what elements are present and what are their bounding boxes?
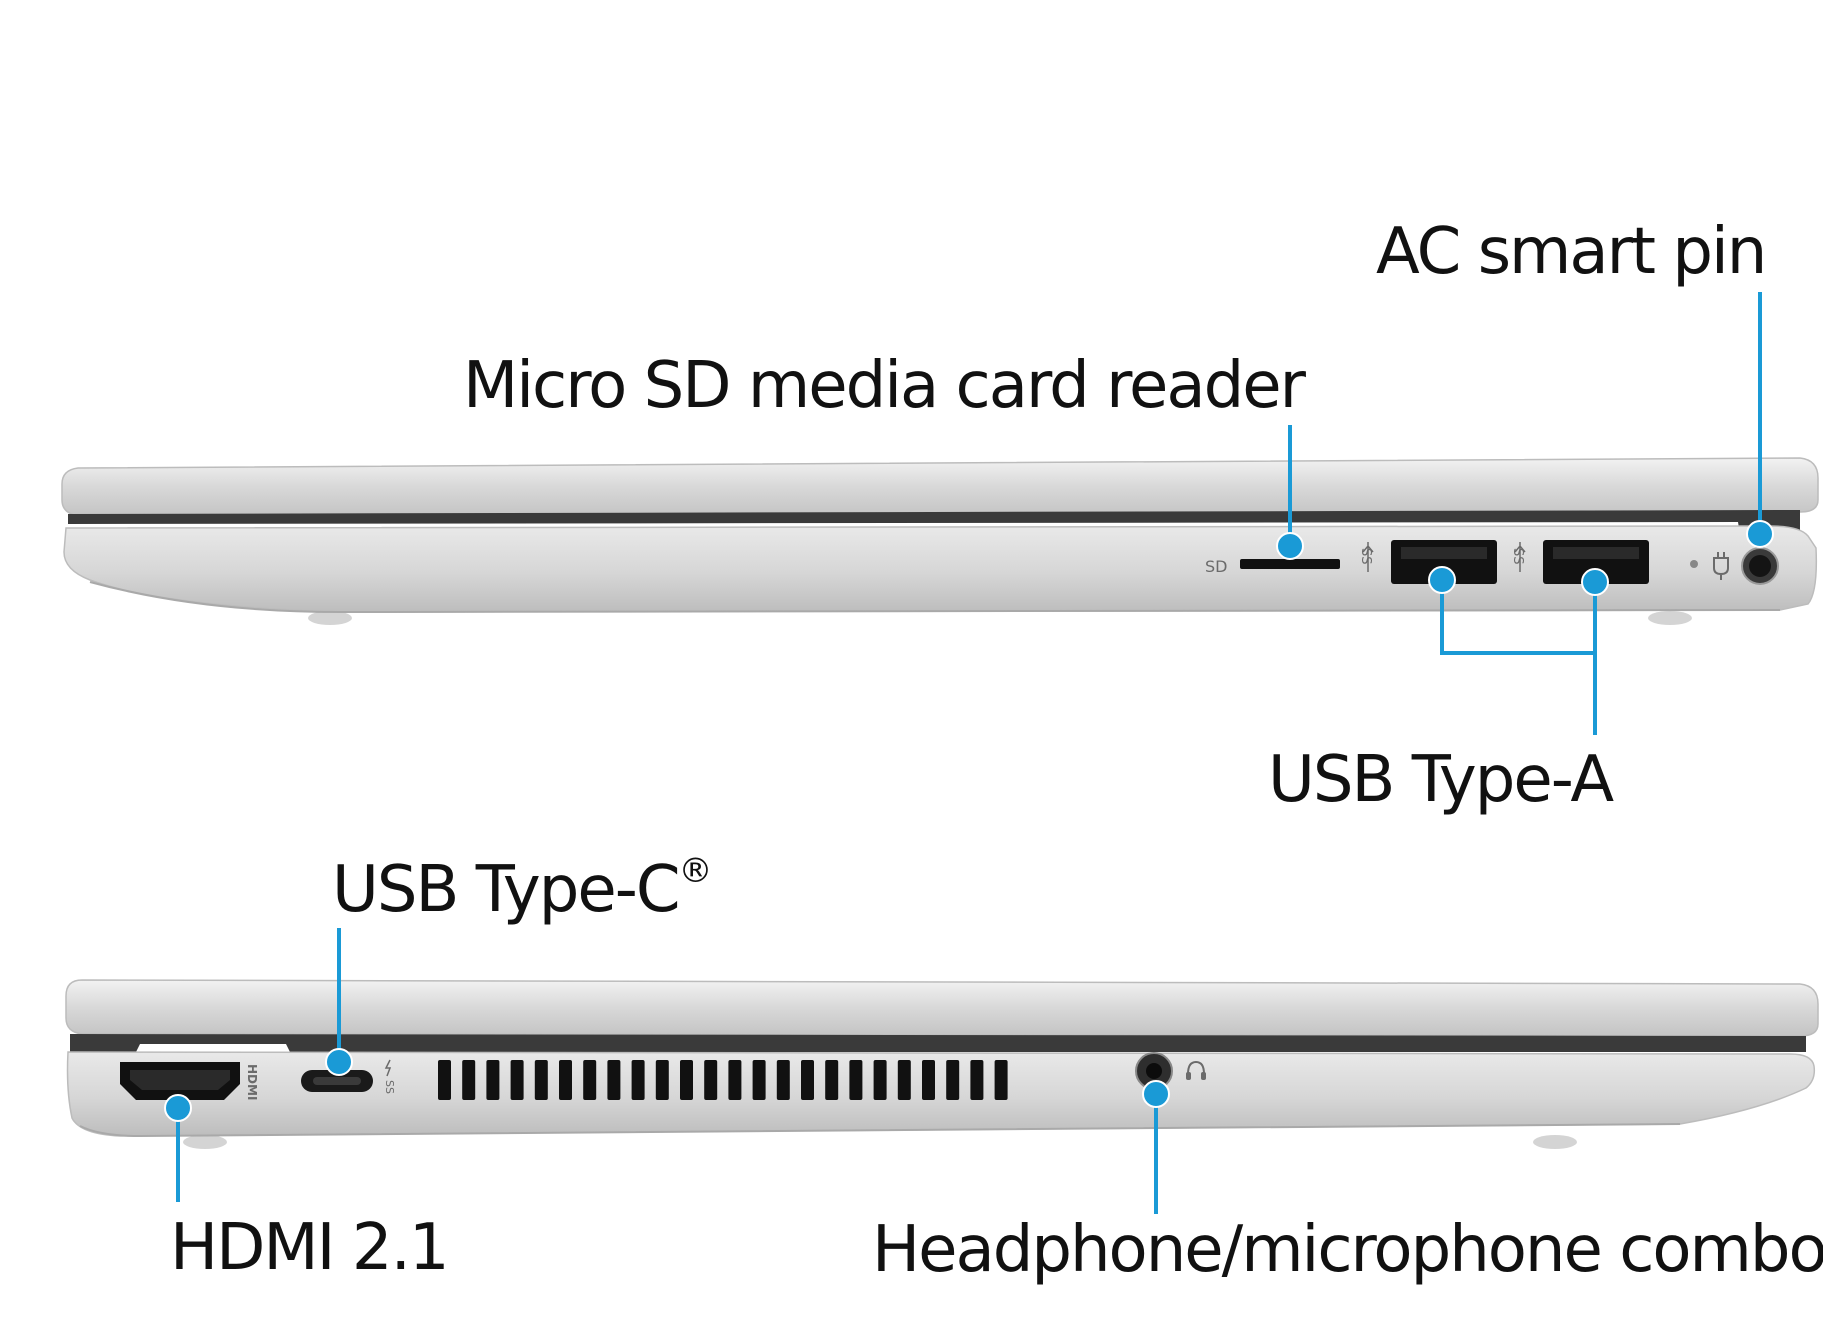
vent-slot bbox=[825, 1060, 839, 1100]
vent-slot bbox=[752, 1060, 766, 1100]
sd-marking: SD bbox=[1205, 557, 1227, 576]
vent-grille bbox=[438, 1060, 1008, 1100]
svg-text:SS: SS bbox=[1510, 548, 1525, 565]
base bbox=[66, 1051, 1816, 1137]
vent-slot bbox=[462, 1060, 476, 1100]
lid bbox=[65, 979, 1819, 1037]
vent-slot bbox=[994, 1060, 1008, 1100]
vent-slot bbox=[728, 1060, 742, 1100]
callout-dot-usb-a-2 bbox=[1581, 568, 1609, 596]
vent-slot bbox=[704, 1060, 718, 1100]
callout-dot-ac bbox=[1746, 520, 1774, 548]
vent-slot bbox=[583, 1060, 597, 1100]
rubber-foot bbox=[1648, 611, 1692, 625]
vent-slot bbox=[631, 1060, 645, 1100]
vent-slot bbox=[534, 1060, 548, 1100]
label-usb-type-a: USB Type-A bbox=[1268, 743, 1614, 817]
label-ac-smart-pin: AC smart pin bbox=[1376, 215, 1767, 289]
headset-icon bbox=[1186, 1060, 1206, 1080]
callout-dot-headphone bbox=[1142, 1080, 1170, 1108]
usb-ss-icon: SS bbox=[1510, 542, 1526, 572]
micro-sd-slot bbox=[1240, 559, 1340, 569]
lid bbox=[61, 457, 1819, 517]
thunderbolt-icon: SS bbox=[383, 1059, 396, 1094]
hinge-gap bbox=[70, 1034, 1806, 1052]
vent-slot bbox=[486, 1060, 500, 1100]
vent-slot bbox=[922, 1060, 935, 1100]
label-hdmi: HDMI 2.1 bbox=[170, 1211, 450, 1285]
rubber-foot bbox=[308, 611, 352, 625]
callout-lines bbox=[176, 292, 1762, 1214]
callout-line-usb-a bbox=[1440, 576, 1597, 735]
registered-mark: ® bbox=[678, 851, 713, 891]
vent-slot bbox=[801, 1060, 814, 1100]
rubber-foot bbox=[183, 1135, 227, 1149]
vent-slot bbox=[559, 1060, 572, 1100]
usb-ss-icon: SS bbox=[1358, 542, 1374, 572]
vent-slot bbox=[510, 1060, 524, 1100]
vent-slot bbox=[946, 1060, 960, 1100]
label-micro-sd: Micro SD media card reader bbox=[463, 349, 1306, 423]
callout-dot-usb-a-1 bbox=[1428, 566, 1456, 594]
vent-slot bbox=[655, 1060, 669, 1100]
label-usb-type-c-text: USB Type-C bbox=[332, 853, 680, 927]
callout-dot-sd bbox=[1276, 532, 1304, 560]
label-usb-type-c: USB Type-C® bbox=[332, 854, 713, 922]
vent-slot bbox=[849, 1060, 863, 1100]
vent-slot bbox=[776, 1060, 790, 1100]
vent-slot bbox=[438, 1060, 451, 1100]
power-plug-icon bbox=[1713, 552, 1729, 580]
vent-slot bbox=[897, 1060, 911, 1100]
vent-slot bbox=[873, 1060, 887, 1100]
laptop-right-side: SD SS SS bbox=[61, 457, 1819, 625]
rubber-foot bbox=[1533, 1135, 1577, 1149]
hinge-gap bbox=[68, 510, 1800, 534]
svg-text:SS: SS bbox=[1358, 548, 1373, 565]
vent-slot bbox=[680, 1060, 693, 1100]
label-headphone: Headphone/microphone combo bbox=[872, 1213, 1823, 1287]
vent-slot bbox=[970, 1060, 984, 1100]
hdmi-marking: HDMI bbox=[245, 1064, 259, 1100]
laptop-left-side: HDMI SS bbox=[65, 979, 1819, 1149]
svg-text:SS: SS bbox=[383, 1080, 396, 1094]
vent-slot bbox=[607, 1060, 621, 1100]
callout-dot-hdmi bbox=[164, 1094, 192, 1122]
power-led bbox=[1690, 560, 1698, 568]
callout-dots bbox=[164, 520, 1774, 1122]
callout-dot-usb-c bbox=[325, 1048, 353, 1076]
